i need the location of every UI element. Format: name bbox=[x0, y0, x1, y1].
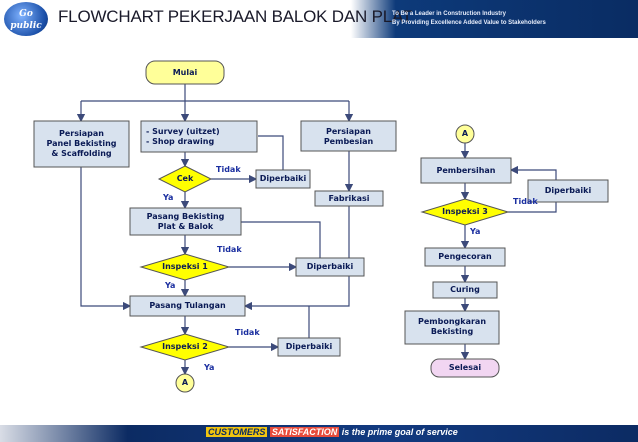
insp1-ya-label: Ya bbox=[165, 281, 176, 290]
pasang-bekisting-label: Pasang Bekisting Plat & Balok bbox=[146, 212, 225, 231]
connector-a-in-label: A bbox=[461, 129, 469, 138]
pasang-tulangan-label: Pasang Tulangan bbox=[149, 301, 226, 310]
diperbaiki-1-label: Diperbaiki bbox=[259, 174, 307, 183]
curing-box bbox=[432, 281, 498, 299]
pembersihan-label: Pembersihan bbox=[436, 166, 496, 175]
edge-diperbaiki4-back bbox=[509, 165, 557, 180]
header-bar: Go public FLOWCHART PEKERJAAN BALOK DAN … bbox=[0, 0, 638, 38]
mulai-label: Mulai bbox=[172, 68, 198, 77]
mulai-terminal bbox=[145, 60, 225, 85]
footer-customers: CUSTOMERS bbox=[206, 427, 268, 437]
diperbaiki-2-label: Diperbaiki bbox=[306, 262, 354, 271]
connector-a-in bbox=[455, 124, 475, 144]
inspeksi-3-label: Inspeksi 3 bbox=[442, 207, 488, 216]
footer-bar: CUSTOMERS SATISFACTION is the prime goal… bbox=[0, 425, 638, 442]
pembongkaran-box bbox=[404, 310, 500, 345]
edge-insp3-diperbaiki4 bbox=[508, 202, 557, 213]
footer-slogan: CUSTOMERS SATISFACTION is the prime goal… bbox=[206, 427, 458, 437]
persiapan-panel-box bbox=[33, 120, 130, 168]
edge-fabrikasi-tulangan bbox=[243, 206, 350, 311]
pengecoran-label: Pengecoran bbox=[438, 252, 492, 261]
cek-tidak-label: Tidak bbox=[216, 165, 241, 174]
diperbaiki-3-label: Diperbaiki bbox=[285, 342, 333, 351]
footer-rest: is the prime goal of service bbox=[341, 427, 458, 437]
curing-label: Curing bbox=[450, 285, 480, 294]
connector-a-out bbox=[175, 373, 195, 393]
inspeksi-1-decision bbox=[139, 253, 231, 281]
edge-diperbaiki2-back bbox=[241, 221, 321, 258]
survey-box bbox=[140, 120, 258, 153]
insp1-tidak-label: Tidak bbox=[217, 245, 242, 254]
persiapan-panel-label: Persiapan Panel Bekisting & Scaffolding bbox=[46, 129, 117, 158]
page-title: FLOWCHART PEKERJAAN BALOK DAN PLAT bbox=[58, 7, 413, 26]
inspeksi-2-decision bbox=[139, 333, 231, 361]
inspeksi-3-decision bbox=[420, 198, 510, 226]
insp2-tidak-label: Tidak bbox=[235, 328, 260, 337]
edge-diperbaiki1-back bbox=[258, 135, 284, 170]
edge-panel-to-tulangan bbox=[80, 167, 132, 311]
tagline-line-2: By Providing Excellence Added Value to S… bbox=[392, 20, 546, 26]
selesai-label: Selesai bbox=[448, 363, 482, 372]
insp3-ya-label: Ya bbox=[470, 227, 481, 236]
pasang-tulangan-box bbox=[129, 295, 246, 317]
cek-label: Cek bbox=[176, 174, 194, 183]
company-tagline: To Be a Leader in Construction Industry … bbox=[392, 10, 546, 28]
pembongkaran-label: Pembongkaran Bekisting bbox=[417, 317, 487, 336]
persiapan-besi-label: Persiapan Pembesian bbox=[323, 127, 374, 146]
survey-label: - Survey (uitzet) - Shop drawing bbox=[146, 127, 220, 146]
inspeksi-1-label: Inspeksi 1 bbox=[162, 262, 208, 271]
insp2-ya-label: Ya bbox=[204, 363, 215, 372]
pembersihan-box bbox=[420, 157, 512, 184]
persiapan-besi-box bbox=[300, 120, 397, 152]
fabrikasi-box bbox=[314, 190, 384, 207]
insp3-tidak-label: Tidak bbox=[513, 197, 538, 206]
inspeksi-2-label: Inspeksi 2 bbox=[162, 342, 208, 351]
pengecoran-box bbox=[424, 247, 506, 267]
diperbaiki-1-box bbox=[255, 169, 311, 189]
diperbaiki-3-box bbox=[277, 337, 341, 357]
connector-a-out-label: A bbox=[181, 378, 189, 387]
diperbaiki-2-box bbox=[295, 257, 365, 277]
diperbaiki-4-label: Diperbaiki bbox=[544, 186, 592, 195]
fabrikasi-label: Fabrikasi bbox=[328, 194, 370, 203]
diperbaiki-4-box bbox=[527, 179, 609, 203]
cek-ya-label: Ya bbox=[163, 193, 174, 202]
tagline-line-1: To Be a Leader in Construction Industry bbox=[392, 11, 506, 17]
selesai-terminal bbox=[430, 358, 500, 378]
cek-decision bbox=[157, 165, 213, 193]
company-logo: Go public bbox=[4, 2, 48, 36]
pasang-bekisting-box bbox=[129, 207, 242, 236]
footer-satisfaction: SATISFACTION bbox=[269, 427, 340, 437]
